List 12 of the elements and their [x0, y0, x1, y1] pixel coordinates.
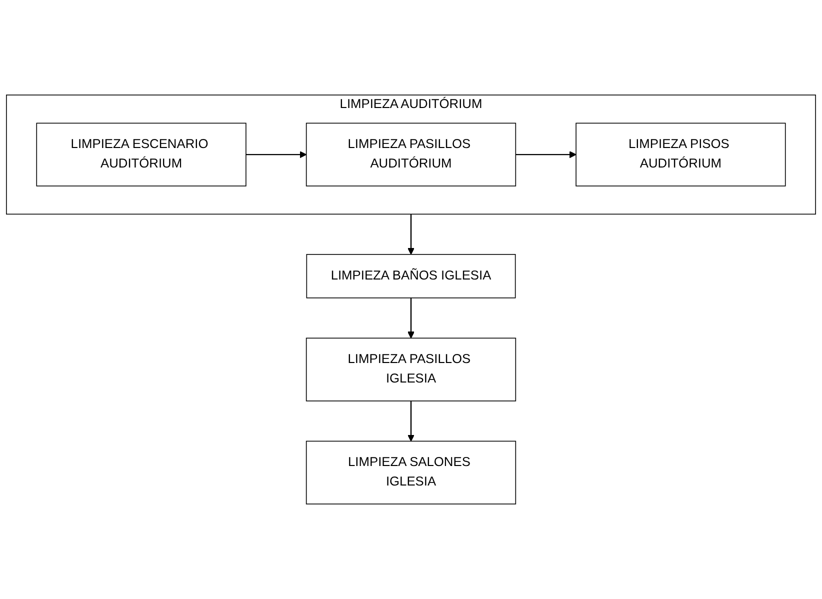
arrow: [407, 298, 415, 338]
cluster: [6, 94, 816, 215]
node-box: [306, 254, 516, 298]
node-box: [306, 338, 516, 402]
node-box: [36, 122, 246, 186]
node-box: [576, 122, 786, 186]
arrow: [407, 214, 415, 255]
node-box: [306, 440, 516, 504]
node-box: [306, 122, 516, 186]
arrow: [516, 151, 576, 158]
arrow: [407, 400, 415, 442]
arrow: [246, 151, 307, 158]
